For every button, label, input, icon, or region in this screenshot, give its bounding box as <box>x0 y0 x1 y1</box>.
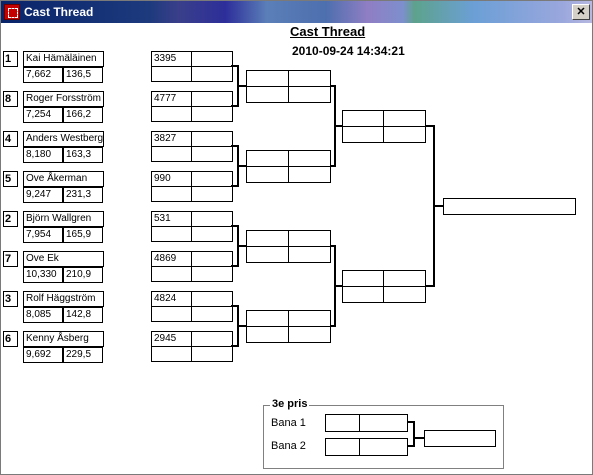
seed-number: 5 <box>3 171 18 187</box>
match-cell[interactable] <box>288 246 331 263</box>
player-name[interactable]: Anders Westberg <box>23 131 104 147</box>
page-title: Cast Thread <box>290 24 366 39</box>
lane-1-field[interactable] <box>359 414 408 432</box>
player-name[interactable]: Ove Ek <box>23 251 104 267</box>
match-cell[interactable] <box>288 86 331 103</box>
result-field[interactable] <box>191 306 233 322</box>
result-field[interactable] <box>191 346 233 362</box>
timestamp: 2010-09-24 14:34:21 <box>292 44 405 58</box>
third-prize-winner-field[interactable] <box>424 430 496 447</box>
seed-number: 8 <box>3 91 18 107</box>
player-stat: 136,5 <box>63 67 103 83</box>
player-stat: 165,9 <box>63 227 103 243</box>
player-average: 7,662 <box>23 67 63 83</box>
player-average: 9,692 <box>23 347 63 363</box>
window-title: Cast Thread <box>24 5 94 19</box>
player-average: 10,330 <box>23 267 63 283</box>
lane-1-field[interactable] <box>325 414 360 432</box>
player-name[interactable]: Ove Åkerman <box>23 171 104 187</box>
final-winner-field[interactable] <box>443 198 576 215</box>
player-average: 7,254 <box>23 107 63 123</box>
result-field[interactable] <box>191 66 233 82</box>
result-field[interactable] <box>191 106 233 122</box>
lane-1-label: Bana 1 <box>271 417 306 429</box>
lane-2-field[interactable] <box>359 438 408 456</box>
match-cell[interactable] <box>383 286 426 303</box>
seed-number: 3 <box>3 291 18 307</box>
seed-number: 1 <box>3 51 18 67</box>
match-cell[interactable] <box>288 326 331 343</box>
player-stat: 163,3 <box>63 147 103 163</box>
close-button[interactable]: ✕ <box>572 4 590 20</box>
player-stat: 142,8 <box>63 307 103 323</box>
player-name[interactable]: Roger Forsström <box>23 91 104 107</box>
player-average: 9,247 <box>23 187 63 203</box>
player-average: 8,085 <box>23 307 63 323</box>
player-name[interactable]: Kai Hämäläinen <box>23 51 104 67</box>
player-average: 7,954 <box>23 227 63 243</box>
player-name[interactable]: Björn Wallgren <box>23 211 104 227</box>
match-cell[interactable] <box>288 166 331 183</box>
third-prize-title: 3e pris <box>270 398 310 410</box>
result-field[interactable] <box>191 266 233 282</box>
seed-number: 6 <box>3 331 18 347</box>
lane-2-field[interactable] <box>325 438 360 456</box>
result-field[interactable] <box>191 186 233 202</box>
player-average: 8,180 <box>23 147 63 163</box>
seed-number: 4 <box>3 131 18 147</box>
seed-number: 7 <box>3 251 18 267</box>
player-name[interactable]: Rolf Häggström <box>23 291 104 307</box>
player-stat: 166,2 <box>63 107 103 123</box>
title-bar: Cast Thread ✕ <box>1 1 592 23</box>
player-stat: 231,3 <box>63 187 103 203</box>
player-stat: 229,5 <box>63 347 103 363</box>
player-stat: 210,9 <box>63 267 103 283</box>
match-cell[interactable] <box>383 126 426 143</box>
result-field[interactable] <box>191 146 233 162</box>
result-field[interactable] <box>191 226 233 242</box>
third-prize-group <box>263 405 504 469</box>
player-name[interactable]: Kenny Åsberg <box>23 331 104 347</box>
seed-number: 2 <box>3 211 18 227</box>
app-icon <box>4 4 20 20</box>
lane-2-label: Bana 2 <box>271 440 306 452</box>
